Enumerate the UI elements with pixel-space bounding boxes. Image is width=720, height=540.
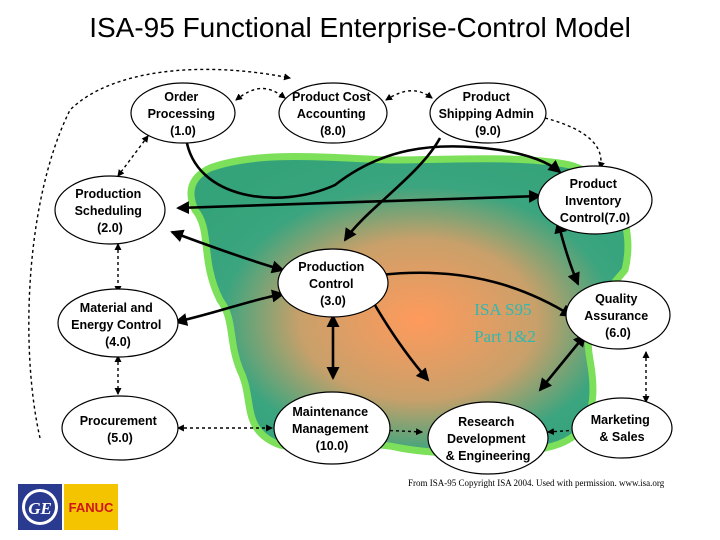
- node-product-cost-accounting: [278, 82, 388, 144]
- link-cost-shipping: [385, 90, 433, 101]
- page-title: ISA-95 Functional Enterprise-Control Mod…: [89, 12, 631, 43]
- node-production-scheduling: [54, 175, 166, 245]
- label-order-processing: Order Processing (1.0): [148, 90, 219, 138]
- label-material-energy-control: Material and Energy Control (4.0): [71, 301, 165, 349]
- label-maintenance-management: Maintenance Management (10.0): [292, 405, 372, 453]
- node-maintenance-management: [273, 391, 391, 465]
- link-scheduling-inventory: [176, 189, 542, 215]
- link-research-quality: [538, 333, 587, 392]
- copyright-credit: From ISA-95 Copyright ISA 2004. Used wit…: [408, 478, 665, 488]
- node-order-processing: [130, 82, 236, 144]
- label-research-development: Research Development & Engineering: [446, 415, 531, 463]
- label-quality-assurance: Quality Assurance (6.0): [584, 292, 651, 340]
- link-control-research: [370, 299, 430, 382]
- node-product-shipping-admin: [429, 82, 547, 144]
- label-production-scheduling: Production Scheduling (2.0): [75, 187, 146, 235]
- node-material-energy-control: [57, 288, 179, 358]
- link-order-scheduling: [117, 135, 149, 177]
- link-scheduling-control: [170, 229, 285, 274]
- svg-text:GE: GE: [28, 499, 52, 518]
- link-inventory-quality: [554, 220, 580, 286]
- node-product-inventory-control: [537, 165, 653, 235]
- label-product-cost-accounting: Product Cost Accounting (8.0): [292, 90, 374, 138]
- link-outer-loop: [28, 68, 292, 439]
- node-production-control: [277, 248, 389, 318]
- label-production-control: Production Control (3.0): [298, 260, 367, 308]
- label-product-inventory-control: Product Inventory Control(7.0): [560, 177, 630, 225]
- label-marketing-sales: Marketing & Sales: [591, 413, 654, 444]
- link-material-control: [174, 289, 285, 326]
- label-procurement: Procurement (5.0): [80, 414, 161, 445]
- ge-fanuc-logo: GE FANUC: [18, 484, 118, 530]
- link-control-quality: [379, 271, 574, 318]
- node-research-development: [427, 401, 549, 475]
- link-shipping-inventory: [544, 117, 605, 170]
- node-quality-assurance: [565, 280, 671, 350]
- node-marketing-sales: [571, 397, 673, 459]
- link-cost-inventory: [184, 137, 562, 200]
- zone-label: ISA S95 Part 1&2: [474, 300, 536, 346]
- svg-text:FANUC: FANUC: [69, 500, 114, 515]
- node-procurement: [61, 395, 179, 461]
- link-shipping-control: [343, 137, 442, 242]
- label-product-shipping-admin: Product Shipping Admin (9.0): [439, 90, 538, 138]
- link-order-cost: [235, 87, 286, 101]
